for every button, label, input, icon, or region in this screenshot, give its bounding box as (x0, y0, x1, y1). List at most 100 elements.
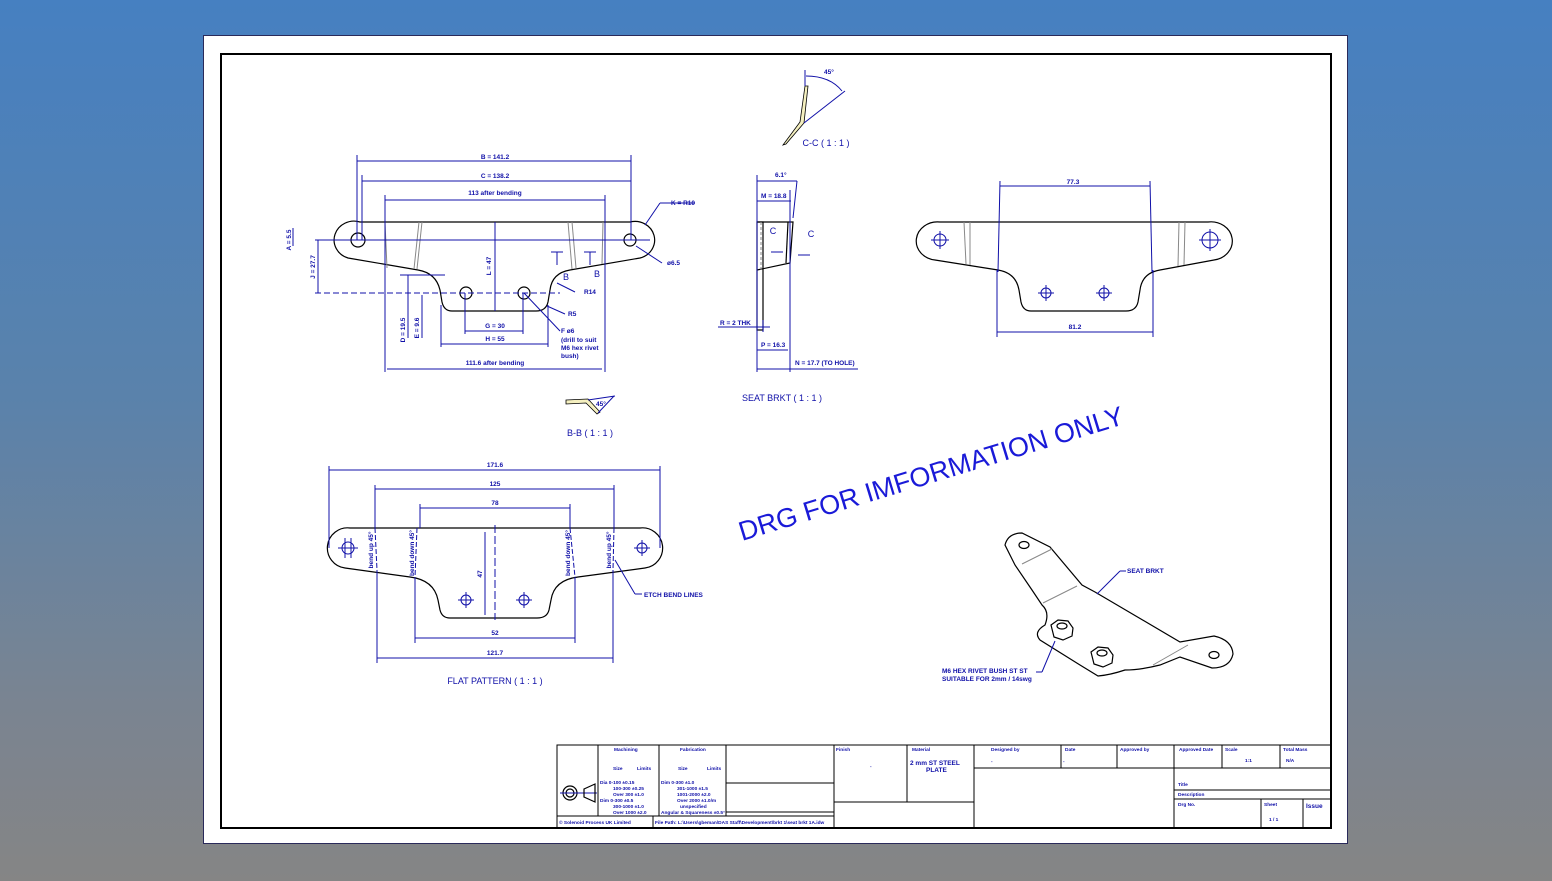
machining-row: Over 1000 ±2.0 (613, 810, 647, 816)
section-bb: 45° B-B ( 1 : 1 ) (565, 395, 616, 438)
bend-label: bend up 45° (367, 531, 375, 568)
fabrication-row: 301-1000 ±1.5 (677, 786, 708, 792)
section-mark-b: B (563, 272, 569, 282)
dim-hole: ø6.5 (667, 260, 680, 267)
watermark: DRG FOR IMFORMATION ONLY (735, 401, 1127, 547)
front-view: B = 141.2 C = 138.2 113 after bending 11… (286, 154, 695, 372)
flat-pattern-view: 171.6 125 78 52 121.7 47 bend up 45° ben… (326, 462, 704, 686)
total-mass-value: N/A (1286, 758, 1295, 764)
dim-m: M = 18.8 (761, 193, 787, 200)
dim-52: 52 (491, 630, 499, 637)
drawing-border (220, 53, 1332, 829)
dim-113: 113 after bending (468, 190, 521, 197)
machining-row: 300-1000 ±1.0 (613, 804, 644, 810)
dim-b: B = 141.2 (481, 154, 510, 161)
fabrication-size: Size (678, 766, 688, 772)
projection-symbol-icon (560, 783, 597, 803)
sheet-label: Sheet (1264, 802, 1277, 808)
approved-by-label: Approved by (1120, 747, 1150, 753)
designed-by-label: Designed by (991, 747, 1020, 753)
dim-k: K = R10 (671, 200, 695, 207)
dim-111-6: 111.6 after bending (466, 360, 525, 367)
finish-value: - (870, 765, 872, 770)
machining-row: Over 300 ±1.0 (613, 792, 644, 798)
title-label: Title (1178, 782, 1188, 788)
dim-r14: R14 (584, 289, 596, 296)
note-line: M6 hex rivet (561, 345, 599, 352)
section-mark-c: C (770, 226, 777, 236)
total-mass-label: Total Mass (1283, 747, 1308, 753)
scale-value: 1:1 (1245, 758, 1252, 764)
side-angle: 6.1° (775, 171, 787, 179)
etch-bend-lines-label: ETCH BEND LINES (644, 592, 704, 599)
issue-label: Issue (1306, 803, 1323, 810)
designed-by-value: - (991, 760, 993, 765)
dim-h: H = 55 (485, 336, 505, 343)
approved-date-label: Approved Date (1179, 747, 1213, 753)
dim-g: G = 30 (485, 323, 505, 330)
bb-angle: 45° (596, 400, 606, 408)
material-label: Material (912, 747, 930, 753)
dim-47: 47 (477, 570, 484, 578)
fabrication-title: Fabrication (680, 747, 706, 753)
title-block: Machining Size Limits Dia 0-100 ±0.15 10… (556, 744, 1332, 829)
machining-row: Dim 0-300 ±0.5 (600, 798, 634, 804)
note-line: F ø6 (561, 328, 575, 335)
fabrication-row: Dim 0-300 ±1.0 (661, 780, 695, 786)
dim-e: E = 9.6 (414, 317, 421, 338)
description-label: Description (1178, 792, 1204, 798)
finish-label: Finish (836, 747, 850, 753)
machining-row: 100-300 ±0.25 (613, 786, 644, 792)
dim-171-6: 171.6 (487, 462, 504, 469)
fabrication-row: 1001-2000 ±2.0 (677, 792, 711, 798)
dim-r-thk: R = 2 THK (720, 320, 751, 327)
scale-label: Scale (1225, 747, 1238, 753)
fabrication-limits: Limits (707, 766, 721, 772)
machining-limits: Limits (637, 766, 651, 772)
bend-label: bend down 45° (408, 530, 416, 576)
cc-caption: C-C ( 1 : 1 ) (802, 138, 849, 148)
section-mark-b: B (594, 269, 600, 279)
drawing-sheet (203, 35, 1348, 844)
iso-label-seat-brkt: SEAT BRKT (1127, 568, 1164, 575)
section-mark-c: C (808, 229, 815, 239)
dim-77-3: 77.3 (1067, 179, 1080, 186)
dim-c: C = 138.2 (481, 173, 510, 180)
dim-l: L = 47 (486, 256, 493, 275)
dim-81-2: 81.2 (1069, 324, 1082, 331)
machining-size: Size (613, 766, 623, 772)
right-view: 77.3 81.2 (915, 179, 1233, 337)
copyright: © Solenoid Process UK Limited (559, 819, 631, 826)
dim-j: J = 27.7 (310, 255, 317, 279)
drg-no-label: Drg No. (1178, 802, 1195, 808)
fabrication-row: Angular & Squareness ±0.5° (661, 810, 725, 816)
section-cc: 45° C-C ( 1 : 1 ) (781, 68, 850, 148)
material-value: PLATE (926, 767, 947, 774)
date-value: - (1063, 760, 1065, 765)
side-view: 6.1° M = 18.8 R = 2 THK P = 16.3 N = 17.… (718, 171, 858, 403)
dim-p: P = 16.3 (761, 342, 786, 349)
dim-r5: R5 (568, 311, 577, 318)
note-line: bush) (561, 353, 579, 360)
dim-a: A = 5.5 (286, 229, 293, 250)
bend-label: bend down 45° (564, 530, 572, 576)
fabrication-row: unspecified (680, 804, 707, 810)
material-value: 2 mm ST STEEL (910, 760, 960, 767)
dim-78: 78 (491, 500, 499, 507)
flat-pattern-caption: FLAT PATTERN ( 1 : 1 ) (447, 676, 542, 686)
dim-125: 125 (490, 481, 501, 488)
iso-label-rivet-bush: M6 HEX RIVET BUSH ST ST (942, 668, 1028, 675)
date-label: Date (1065, 747, 1076, 753)
note-line: (drill to suit (561, 337, 597, 344)
bb-caption: B-B ( 1 : 1 ) (567, 428, 613, 438)
isometric-view: SEAT BRKT M6 HEX RIVET BUSH ST ST SUITAB… (942, 532, 1234, 683)
machining-title: Machining (614, 747, 638, 753)
side-caption: SEAT BRKT ( 1 : 1 ) (742, 393, 822, 403)
iso-label-suitable: SUITABLE FOR 2mm / 14swg (942, 676, 1032, 683)
cc-angle: 45° (824, 68, 834, 76)
dim-d: D = 19.5 (400, 317, 407, 342)
dim-n: N = 17.7 (TO HOLE) (795, 360, 855, 367)
sheet-value: 1 / 1 (1269, 817, 1279, 823)
bend-label: bend up 45° (605, 531, 613, 568)
